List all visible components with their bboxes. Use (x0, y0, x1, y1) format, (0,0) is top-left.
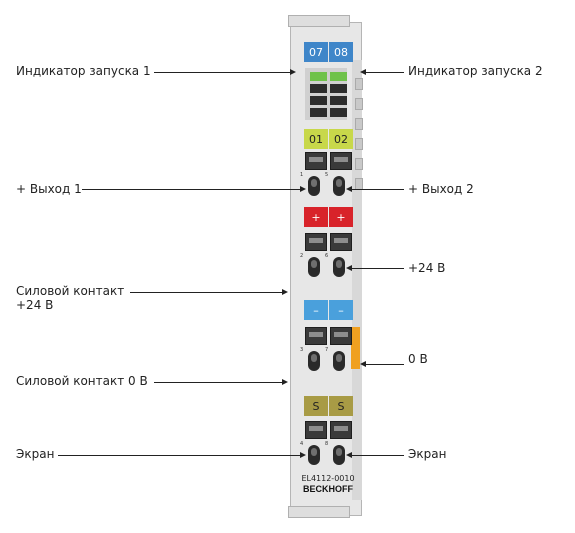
label-shield-right: Экран (408, 447, 447, 461)
wire-entry (308, 257, 320, 277)
arrow-head (346, 265, 352, 271)
pin-number: 1 (300, 172, 304, 178)
release-slot (330, 327, 352, 345)
minus-chip: – (329, 300, 353, 320)
arrow-head (300, 452, 306, 458)
led (330, 96, 347, 105)
wire-entry (333, 176, 345, 196)
plus-chip: + (304, 207, 328, 227)
release-slot (330, 421, 352, 439)
label-start-indicator-2: Индикатор запуска 2 (408, 64, 543, 78)
wire-entry (333, 351, 345, 371)
side-rib (355, 78, 363, 90)
leader-line (366, 72, 404, 73)
pin-number: 2 (300, 253, 304, 259)
release-slot (305, 233, 327, 251)
pin-number: 6 (325, 253, 329, 259)
leader-line (82, 189, 300, 190)
led (330, 108, 347, 117)
bottom-latch (288, 506, 350, 518)
label-start-indicator-1: Индикатор запуска 1 (16, 64, 151, 78)
label-zero-v: 0 В (408, 352, 428, 366)
brand-name: BECKHOFF (303, 484, 353, 494)
leader-line (154, 382, 282, 383)
leader-line (130, 292, 282, 293)
label-power-contact-0v: Силовой контакт 0 В (16, 374, 148, 388)
wire-entry (308, 445, 320, 465)
pin-number: 4 (300, 441, 304, 447)
top-latch (288, 15, 350, 27)
channel-chip-07: 07 (304, 42, 328, 62)
pin-number: 8 (325, 441, 329, 447)
label-power-contact-24v: Силовой контакт (16, 284, 125, 298)
label-shield-left: Экран (16, 447, 55, 461)
arrow-head (300, 186, 306, 192)
arrow-head (282, 289, 288, 295)
arrow-head (346, 186, 352, 192)
label-output-1: + Выход 1 (16, 182, 82, 196)
minus-chip: – (304, 300, 328, 320)
arrow-head (360, 69, 366, 75)
label-output-2: + Выход 2 (408, 182, 474, 196)
arrow-head (360, 361, 366, 367)
release-slot (305, 152, 327, 170)
side-rib (355, 118, 363, 130)
output-chip-02: 02 (329, 129, 353, 149)
led (310, 108, 327, 117)
side-strip (352, 60, 362, 500)
side-rib (355, 158, 363, 170)
label-plus-24v: +24 В (408, 261, 446, 275)
led (330, 84, 347, 93)
pin-number: 3 (300, 347, 304, 353)
wire-entry (308, 351, 320, 371)
leader-line (352, 268, 404, 269)
release-slot (305, 421, 327, 439)
pin-number: 7 (325, 347, 329, 353)
leader-line (352, 455, 404, 456)
led-run-1 (310, 72, 327, 81)
pin-number: 5 (325, 172, 329, 178)
led-run-2 (330, 72, 347, 81)
release-slot (330, 233, 352, 251)
label-power-contact-24v-line2: +24 В (16, 298, 54, 312)
led (310, 84, 327, 93)
led (310, 96, 327, 105)
leader-line (154, 72, 290, 73)
wire-entry (333, 257, 345, 277)
wire-entry (333, 445, 345, 465)
arrow-head (346, 452, 352, 458)
release-slot (330, 152, 352, 170)
plus-chip: + (329, 207, 353, 227)
model-number: EL4112-0010 (301, 474, 355, 483)
shield-chip: S (304, 396, 328, 416)
side-rib (355, 98, 363, 110)
arrow-head (290, 69, 296, 75)
leader-line (58, 455, 300, 456)
wire-entry (308, 176, 320, 196)
shield-chip: S (329, 396, 353, 416)
power-contact-orange (351, 327, 360, 369)
leader-line (366, 364, 404, 365)
output-chip-01: 01 (304, 129, 328, 149)
release-slot (305, 327, 327, 345)
side-rib (355, 138, 363, 150)
channel-chip-08: 08 (329, 42, 353, 62)
leader-line (352, 189, 404, 190)
arrow-head (282, 379, 288, 385)
